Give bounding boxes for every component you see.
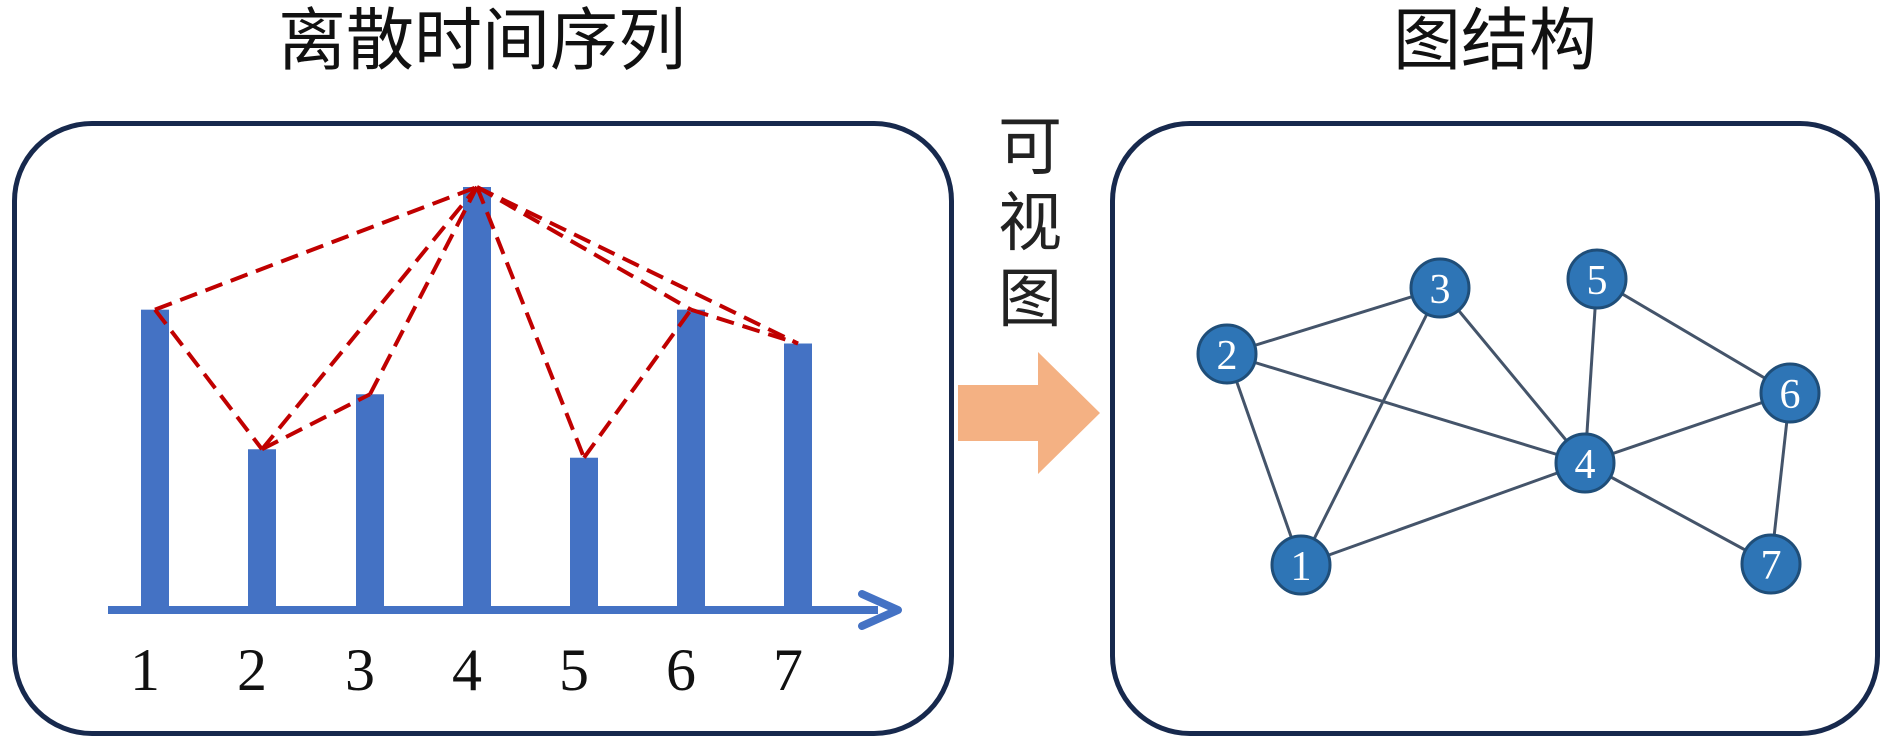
conversion-arrow <box>958 352 1100 474</box>
graph-node-label-2: 2 <box>1217 333 1238 379</box>
visibility-line-4-7 <box>476 185 799 346</box>
bar-3 <box>356 394 384 610</box>
bar-2 <box>248 449 276 610</box>
method-char-3: 图 <box>998 263 1062 337</box>
graph-node-label-6: 6 <box>1780 372 1801 418</box>
visibility-line-1-2 <box>153 308 264 451</box>
graph-node-label-1: 1 <box>1291 544 1312 590</box>
bar-1 <box>141 309 169 610</box>
bar-6 <box>677 309 705 610</box>
visibility-line-2-4 <box>260 185 479 451</box>
method-label: 可 视 图 <box>990 110 1070 338</box>
graph-edge-5-6 <box>1596 277 1791 395</box>
graph-node-label-3: 3 <box>1430 267 1451 313</box>
tick-label-2: 2 <box>237 637 267 703</box>
graph-node-label-7: 7 <box>1761 543 1782 589</box>
graph-node-4 <box>1554 432 1616 494</box>
graph-edge-1-4 <box>1300 461 1586 567</box>
graph-edge-1-2 <box>1225 353 1303 566</box>
method-char-2: 视 <box>998 187 1062 261</box>
graph-edge-4-6 <box>1584 391 1791 465</box>
graph-node-5 <box>1566 248 1628 310</box>
visibility-lines <box>153 185 799 459</box>
tick-label-1: 1 <box>130 637 160 703</box>
graph-edges <box>1225 277 1792 567</box>
visibility-line-1-4 <box>154 185 478 312</box>
bar-group <box>141 187 812 610</box>
graph-node-label-4: 4 <box>1575 442 1596 488</box>
method-char-1: 可 <box>998 111 1062 185</box>
graph-edge-4-7 <box>1584 461 1772 566</box>
graph-node-3 <box>1409 257 1471 319</box>
tick-label-4: 4 <box>452 637 482 703</box>
graph-edge-3-4 <box>1438 287 1587 464</box>
time-series-title: 离散时间序列 <box>277 2 686 81</box>
graph-node-label-5: 5 <box>1587 258 1608 304</box>
graph-node-2 <box>1196 323 1258 385</box>
graph-node-6 <box>1759 362 1821 424</box>
bar-4 <box>463 187 491 610</box>
graph-panel <box>1110 121 1880 736</box>
bar-7 <box>784 343 812 610</box>
visibility-line-3-4 <box>368 186 479 396</box>
graph-edge-2-4 <box>1226 352 1586 465</box>
time-axis-arrowhead <box>858 590 902 630</box>
tick-label-7: 7 <box>773 637 803 703</box>
graph-node-7 <box>1740 533 1802 595</box>
tick-label-3: 3 <box>345 637 375 703</box>
graph-structure-title: 图结构 <box>1392 2 1597 81</box>
tick-label-5: 5 <box>559 637 589 703</box>
visibility-line-6-7 <box>690 307 799 346</box>
tick-labels: 1 2 3 4 5 6 7 <box>130 637 803 703</box>
visibility-line-4-6 <box>476 185 692 312</box>
visibility-line-2-3 <box>261 392 371 452</box>
visibility-line-4-5 <box>475 186 586 459</box>
tick-label-6: 6 <box>666 637 696 703</box>
visibility-line-5-6 <box>582 308 693 459</box>
graph-nodes: 1 2 3 4 5 6 7 <box>1196 248 1821 596</box>
graph-edge-4-5 <box>1583 278 1599 464</box>
graph-edge-1-3 <box>1299 287 1442 566</box>
graph-edge-2-3 <box>1226 286 1441 356</box>
bar-5 <box>570 457 598 610</box>
graph-node-1 <box>1270 534 1332 596</box>
